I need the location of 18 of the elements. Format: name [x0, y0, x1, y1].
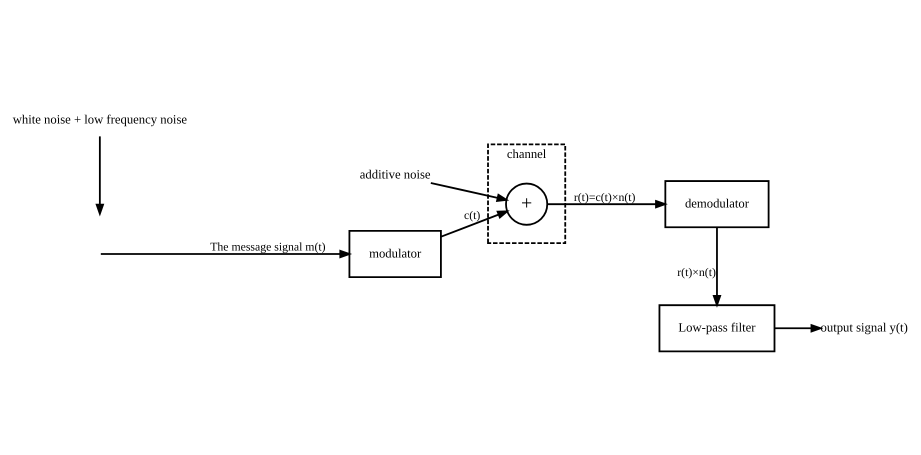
arrow	[774, 324, 824, 333]
node-box: modulator	[348, 230, 442, 278]
node-text: white noise + low frequency noise	[12, 112, 188, 126]
arrow	[440, 210, 510, 238]
edge-label: r(t)×n(t)	[677, 266, 716, 279]
edge-label: The message signal m(t)	[210, 240, 326, 254]
arrow	[547, 200, 668, 209]
arrow	[430, 182, 510, 202]
node-text: additive noise	[360, 168, 431, 182]
edge-label: r(t)=c(t)×n(t)	[574, 190, 636, 204]
arrow	[100, 250, 352, 258]
arrow	[95, 136, 104, 216]
node-box: Low-pass filter	[658, 304, 776, 352]
node-box: demodulator	[664, 180, 770, 228]
edge-label: c(t)	[464, 209, 480, 222]
arrow	[712, 227, 722, 308]
node-text: output signal y(t)	[820, 320, 908, 335]
node-circle: +	[505, 182, 548, 226]
